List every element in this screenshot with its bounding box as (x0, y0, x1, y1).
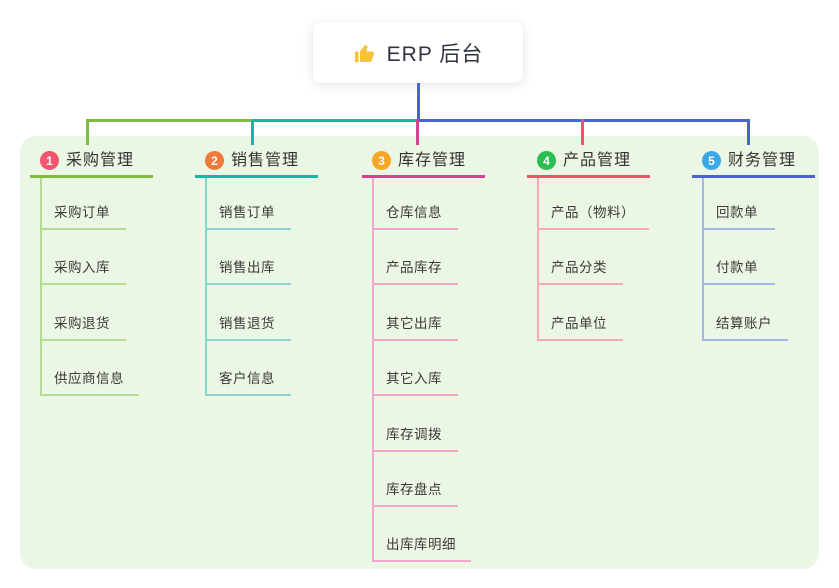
branch-underline (362, 175, 485, 178)
sub-item-underline (205, 228, 291, 230)
sub-item[interactable]: 产品分类 (551, 260, 607, 275)
sub-item-underline (537, 228, 649, 230)
branch-underline (195, 175, 318, 178)
sub-item[interactable]: 销售订单 (219, 205, 275, 220)
sub-item[interactable]: 销售退货 (219, 316, 275, 331)
branch-number-badge: 5 (702, 151, 721, 170)
sub-item-underline (537, 339, 623, 341)
sub-item[interactable]: 其它入库 (386, 371, 442, 386)
sub-item[interactable]: 付款单 (716, 260, 758, 275)
sub-item[interactable]: 产品（物料） (551, 205, 635, 220)
sub-item[interactable]: 供应商信息 (54, 371, 124, 386)
connector-horizontal-line (253, 119, 420, 122)
sub-item[interactable]: 采购退货 (54, 316, 110, 331)
branch-drop-line (251, 119, 254, 145)
sub-item[interactable]: 产品单位 (551, 316, 607, 331)
sub-item[interactable]: 回款单 (716, 205, 758, 220)
root-label: ERP 后台 (386, 42, 484, 66)
branch-underline (692, 175, 815, 178)
branches-panel (20, 136, 819, 569)
sub-item[interactable]: 其它出库 (386, 316, 442, 331)
sub-item-underline (702, 283, 775, 285)
thumbs-up-icon (354, 44, 374, 62)
sub-item-underline (372, 283, 458, 285)
sub-item[interactable]: 采购入库 (54, 260, 110, 275)
sub-item-underline (372, 450, 458, 452)
sub-item-underline (205, 394, 291, 396)
branch-trunk-line (205, 178, 207, 397)
connector-horizontal-line (86, 119, 254, 122)
sub-item[interactable]: 销售出库 (219, 260, 275, 275)
sub-item-underline (372, 339, 458, 341)
sub-item-underline (205, 339, 291, 341)
branch-drop-line (416, 119, 419, 145)
branch-number-badge: 2 (205, 151, 224, 170)
sub-item-underline (372, 228, 458, 230)
sub-item-underline (40, 394, 139, 396)
branch-underline (30, 175, 153, 178)
branch-underline (527, 175, 650, 178)
branch-trunk-line (537, 178, 539, 341)
sub-item-underline (40, 339, 126, 341)
sub-item[interactable]: 库存调拨 (386, 427, 442, 442)
branch-number-badge: 3 (372, 151, 391, 170)
root-connector-line (417, 83, 420, 120)
branch-number-badge: 4 (537, 151, 556, 170)
sub-item-underline (372, 394, 458, 396)
sub-item-underline (205, 283, 291, 285)
sub-item-underline (537, 283, 623, 285)
sub-item-underline (702, 228, 775, 230)
branch-number-badge: 1 (40, 151, 59, 170)
branch-drop-line (581, 119, 584, 145)
branch-trunk-line (372, 178, 374, 563)
branch-title[interactable]: 产品管理 (563, 152, 632, 169)
sub-item-underline (372, 560, 471, 562)
sub-item[interactable]: 结算账户 (716, 316, 772, 331)
branch-title[interactable]: 库存管理 (398, 152, 467, 169)
sub-item[interactable]: 出库库明细 (386, 537, 456, 552)
sub-item[interactable]: 库存盘点 (386, 482, 442, 497)
sub-item-underline (40, 228, 126, 230)
root-node[interactable]: ERP 后台 (313, 22, 523, 83)
branch-drop-line (86, 119, 89, 145)
sub-item-underline (372, 505, 458, 507)
branch-title[interactable]: 采购管理 (66, 152, 135, 169)
sub-item-underline (40, 283, 126, 285)
branch-drop-line (747, 119, 750, 145)
sub-item[interactable]: 仓库信息 (386, 205, 442, 220)
branch-trunk-line (702, 178, 704, 341)
sub-item-underline (702, 339, 788, 341)
sub-item[interactable]: 采购订单 (54, 205, 110, 220)
branch-title[interactable]: 销售管理 (231, 152, 300, 169)
sub-item[interactable]: 客户信息 (219, 371, 275, 386)
branch-trunk-line (40, 178, 42, 397)
branch-title[interactable]: 财务管理 (728, 152, 797, 169)
sub-item[interactable]: 产品库存 (386, 260, 442, 275)
